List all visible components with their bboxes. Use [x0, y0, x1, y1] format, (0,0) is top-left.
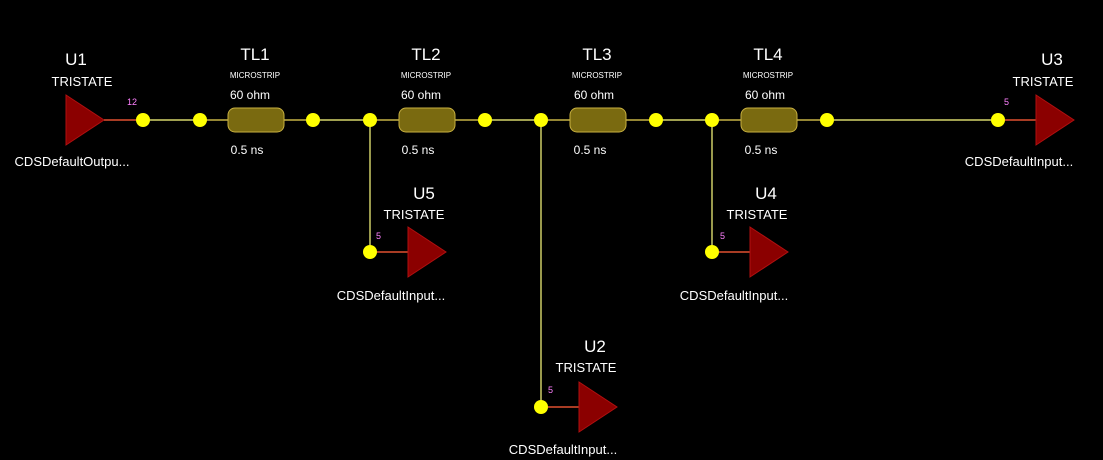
tl4-impedance-label: 60 ohm — [745, 88, 785, 102]
node-u2-pin[interactable] — [534, 400, 548, 414]
tl3-delay-label: 0.5 ns — [574, 143, 607, 157]
u2-instance-label: CDSDefaultInput... — [509, 442, 617, 457]
buffer-u4[interactable]: U4 TRISTATE 5 CDSDefaultInput... — [680, 184, 789, 303]
u3-pin-number: 5 — [1004, 97, 1009, 107]
tl4-delay-label: 0.5 ns — [745, 143, 778, 157]
node-tl3-in[interactable] — [534, 113, 548, 127]
node-tl1-in[interactable] — [193, 113, 207, 127]
tl2-delay-label: 0.5 ns — [402, 143, 435, 157]
u1-pin-number: 12 — [127, 97, 137, 107]
tline-tl1[interactable]: TL1 MICROSTRIP 60 ohm 0.5 ns — [200, 45, 313, 157]
u1-ref-label: U1 — [65, 50, 87, 69]
buffer-u3[interactable]: U3 TRISTATE 5 CDSDefaultInput... — [965, 50, 1075, 169]
buffer-u5[interactable]: U5 TRISTATE 5 CDSDefaultInput... — [337, 184, 447, 303]
node-tl3-out[interactable] — [649, 113, 663, 127]
tl1-type-label: MICROSTRIP — [230, 71, 280, 80]
u2-pin-number: 5 — [548, 385, 553, 395]
u4-pin-number: 5 — [720, 231, 725, 241]
tl1-impedance-label: 60 ohm — [230, 88, 270, 102]
u3-ref-label: U3 — [1041, 50, 1063, 69]
tl1-transmission-line-icon — [227, 107, 285, 133]
node-tl1-out[interactable] — [306, 113, 320, 127]
tline-tl2[interactable]: TL2 MICROSTRIP 60 ohm 0.5 ns — [370, 45, 485, 157]
node-tl2-in[interactable] — [363, 113, 377, 127]
u1-model-label: TRISTATE — [52, 74, 113, 89]
node-tl4-in[interactable] — [705, 113, 719, 127]
u4-input-buffer-icon — [749, 226, 789, 278]
u4-model-label: TRISTATE — [727, 207, 788, 222]
node-u1-pin[interactable] — [136, 113, 150, 127]
u2-ref-label: U2 — [584, 337, 606, 356]
tl4-ref-label: TL4 — [753, 45, 782, 64]
node-u5-pin[interactable] — [363, 245, 377, 259]
u3-instance-label: CDSDefaultInput... — [965, 154, 1073, 169]
u1-instance-label: CDSDefaultOutpu... — [15, 154, 130, 169]
u5-input-buffer-icon — [407, 226, 447, 278]
tl3-transmission-line-icon — [569, 107, 627, 133]
tl1-delay-label: 0.5 ns — [231, 143, 264, 157]
node-tl2-out[interactable] — [478, 113, 492, 127]
tl3-impedance-label: 60 ohm — [574, 88, 614, 102]
node-u4-pin[interactable] — [705, 245, 719, 259]
buffer-u1[interactable]: U1 TRISTATE 12 CDSDefaultOutpu... — [15, 50, 143, 169]
tl3-type-label: MICROSTRIP — [572, 71, 622, 80]
tl2-type-label: MICROSTRIP — [401, 71, 451, 80]
u5-pin-number: 5 — [376, 231, 381, 241]
u5-model-label: TRISTATE — [384, 207, 445, 222]
tl2-ref-label: TL2 — [411, 45, 440, 64]
buffer-u2[interactable]: U2 TRISTATE 5 CDSDefaultInput... — [509, 337, 618, 457]
node-u3-pin[interactable] — [991, 113, 1005, 127]
tl2-impedance-label: 60 ohm — [401, 88, 441, 102]
tl4-type-label: MICROSTRIP — [743, 71, 793, 80]
node-tl4-out[interactable] — [820, 113, 834, 127]
tl2-transmission-line-icon — [398, 107, 456, 133]
tline-tl3[interactable]: TL3 MICROSTRIP 60 ohm 0.5 ns — [541, 45, 656, 157]
connection-nodes — [136, 113, 1005, 414]
u2-model-label: TRISTATE — [556, 360, 617, 375]
u4-instance-label: CDSDefaultInput... — [680, 288, 788, 303]
tline-tl4[interactable]: TL4 MICROSTRIP 60 ohm 0.5 ns — [712, 45, 827, 157]
tl4-transmission-line-icon — [740, 107, 798, 133]
tl1-ref-label: TL1 — [240, 45, 269, 64]
u5-ref-label: U5 — [413, 184, 435, 203]
u2-input-buffer-icon — [578, 381, 618, 433]
u3-input-buffer-icon — [1035, 94, 1075, 146]
u1-output-buffer-icon — [65, 94, 105, 146]
u4-ref-label: U4 — [755, 184, 777, 203]
tl3-ref-label: TL3 — [582, 45, 611, 64]
u5-instance-label: CDSDefaultInput... — [337, 288, 445, 303]
u3-model-label: TRISTATE — [1013, 74, 1074, 89]
